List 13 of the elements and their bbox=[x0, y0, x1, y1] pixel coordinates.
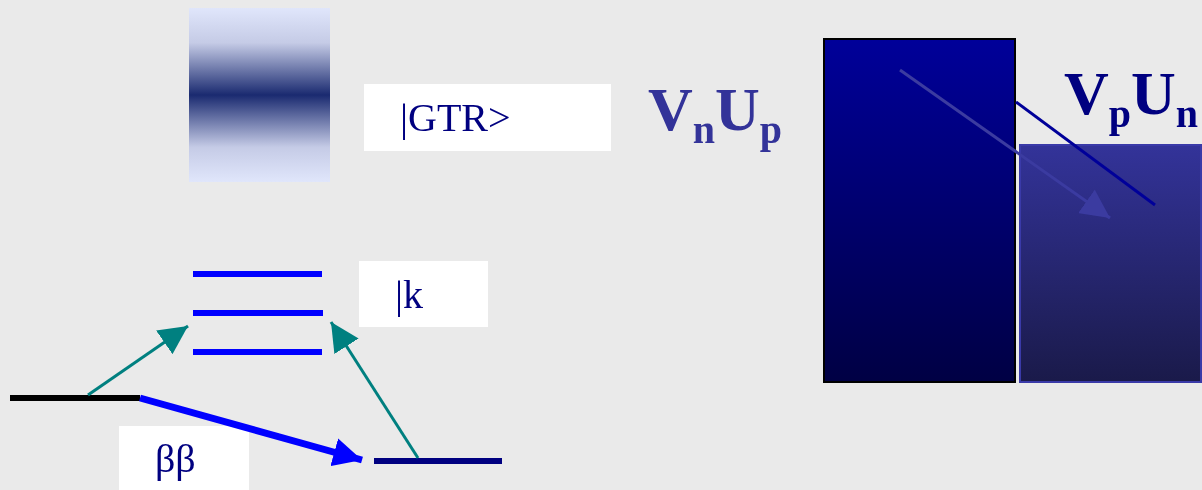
state-label: |GTR> bbox=[364, 84, 611, 151]
decay-label: ββ bbox=[119, 426, 249, 490]
state-label: |k bbox=[359, 261, 488, 327]
matrix-label: V$_{n}$U$_{p}$ bbox=[648, 78, 783, 151]
resonance-band bbox=[189, 8, 330, 182]
matrix-label: V$_{p}$U$_{n}$ bbox=[1064, 62, 1199, 135]
arrow bbox=[329, 321, 420, 459]
matrix-block bbox=[1019, 144, 1202, 383]
arrow bbox=[139, 394, 363, 467]
matrix-block bbox=[823, 38, 1016, 383]
arrow bbox=[87, 324, 189, 397]
line bbox=[1015, 100, 1156, 207]
arrow bbox=[899, 68, 1111, 220]
